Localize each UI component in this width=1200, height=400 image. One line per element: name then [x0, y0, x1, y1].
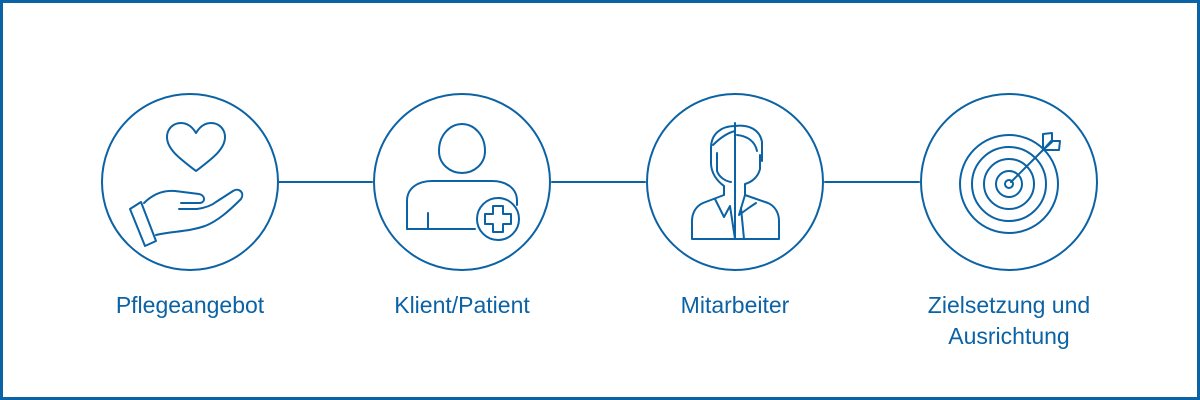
step-circle-klient-patient [373, 93, 551, 271]
heart-hand-icon [129, 122, 244, 247]
process-diagram [101, 93, 1098, 271]
target-arrow-icon [959, 132, 1061, 234]
step-label-zielsetzung: Zielsetzung und Ausrichtung [927, 292, 1091, 349]
step-circle-zielsetzung [920, 93, 1098, 271]
patient-plus-icon [406, 123, 520, 241]
step-circle-mitarbeiter [646, 93, 824, 271]
step-label-klient-patient: Klient/Patient [394, 292, 530, 318]
employees-icon [691, 122, 780, 240]
step-label-mitarbeiter: Mitarbeiter [680, 292, 790, 318]
step-label-pflegeangebot: Pflegeangebot [115, 292, 265, 318]
step-circle-pflegeangebot [101, 93, 279, 271]
